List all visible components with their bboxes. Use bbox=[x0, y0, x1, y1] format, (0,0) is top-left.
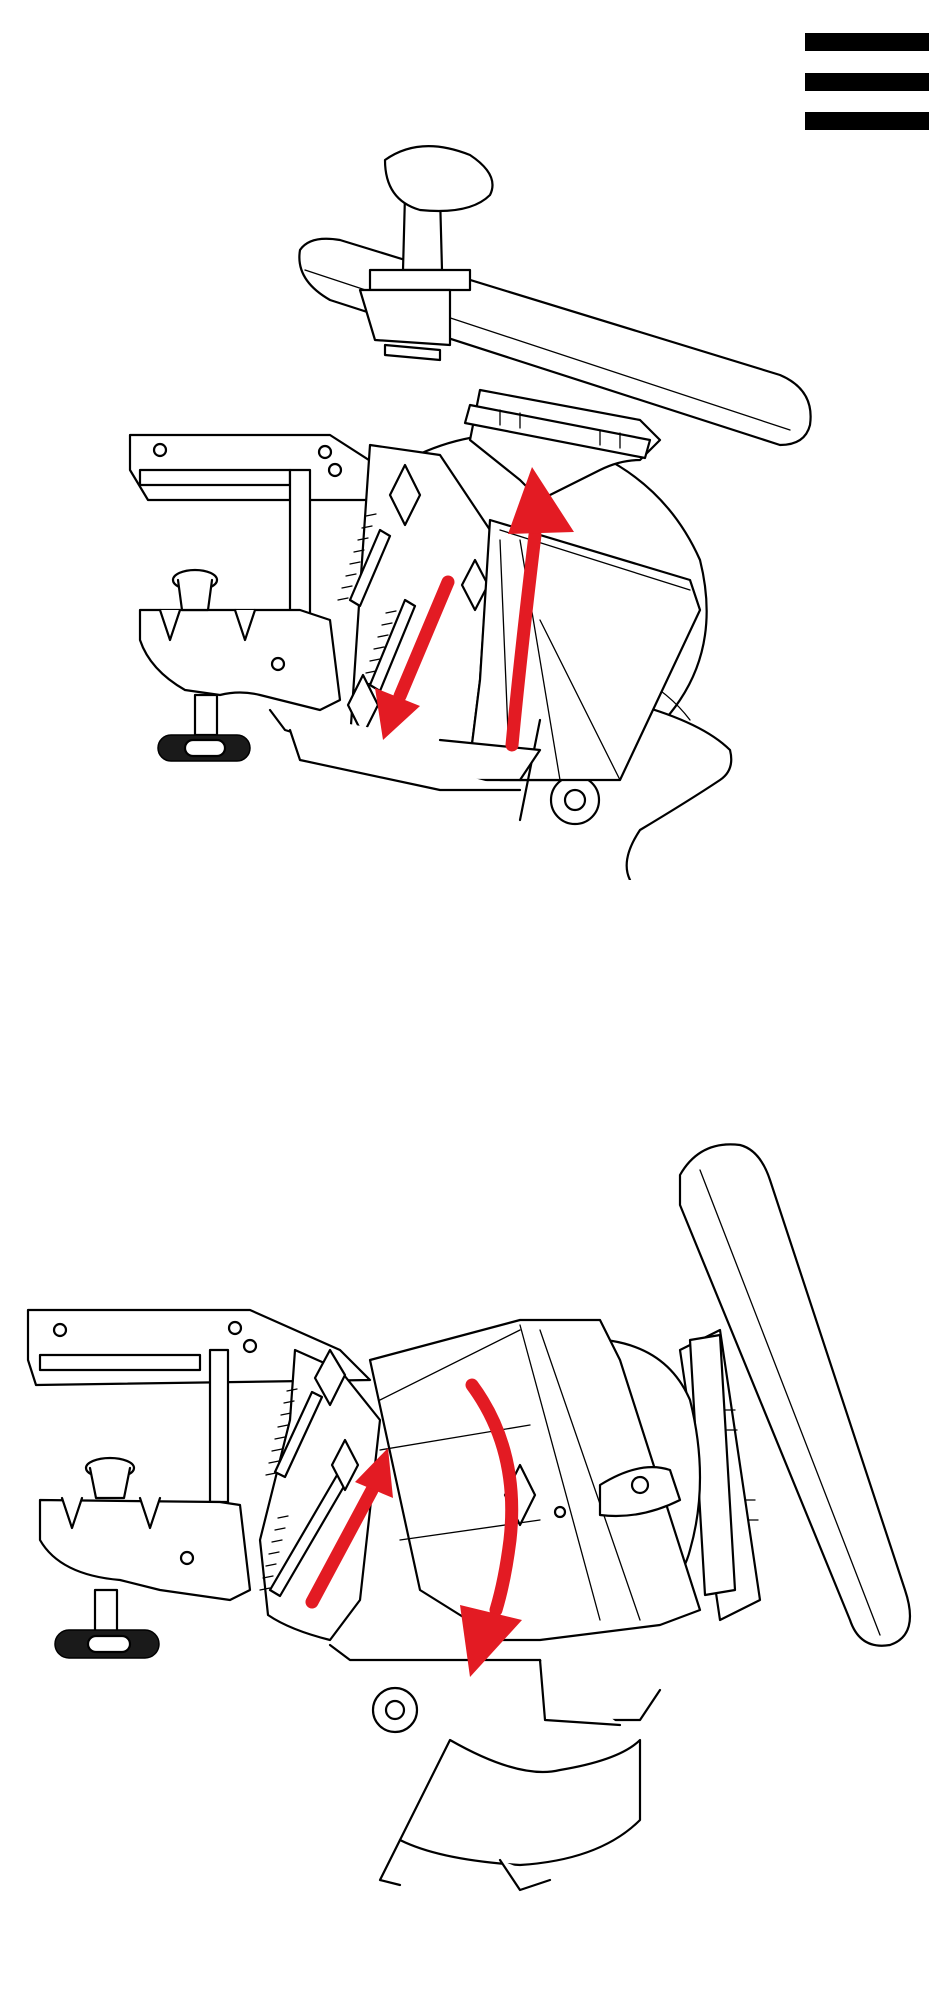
menu-button[interactable] bbox=[805, 28, 929, 136]
wheel-base-tilt-up-illustration bbox=[0, 140, 950, 880]
hamburger-menu-icon bbox=[805, 33, 929, 51]
wheel-base-tilt-down-illustration bbox=[0, 1120, 950, 1990]
